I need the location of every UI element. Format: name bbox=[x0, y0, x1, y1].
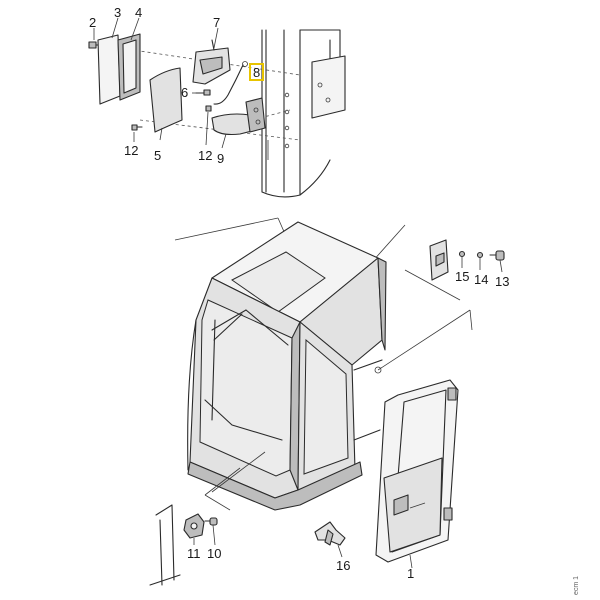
callout-12-right: 12 bbox=[198, 148, 212, 163]
assembly-line bbox=[259, 109, 291, 119]
callout-1: 1 bbox=[407, 566, 414, 581]
callout-9: 9 bbox=[217, 151, 224, 166]
part-10-screw bbox=[204, 517, 218, 526]
part-5-inner-cover bbox=[149, 67, 183, 133]
callout-5: 5 bbox=[154, 148, 161, 163]
detail-guide-line bbox=[174, 217, 279, 241]
leader-line bbox=[211, 451, 266, 493]
callout-12-left: 12 bbox=[124, 143, 138, 158]
part-16-bracket bbox=[314, 521, 346, 558]
striker-detail bbox=[429, 239, 505, 281]
highlight-box bbox=[249, 63, 264, 81]
door-hinge-bottom bbox=[443, 507, 453, 521]
part-8-cable bbox=[213, 64, 244, 105]
callout-3: 3 bbox=[114, 5, 121, 20]
callout-15: 15 bbox=[455, 269, 469, 284]
part-1-door bbox=[375, 379, 459, 569]
cab-body bbox=[187, 221, 387, 511]
door-opening bbox=[303, 338, 349, 475]
pillar-bracket bbox=[311, 55, 346, 119]
callout-4: 4 bbox=[135, 5, 142, 20]
part-12-bolt bbox=[205, 105, 212, 112]
callout-11: 11 bbox=[187, 546, 201, 561]
part-9-handle bbox=[211, 97, 266, 136]
assembly-line bbox=[99, 44, 301, 76]
part-6-pin bbox=[195, 89, 211, 96]
leader-line bbox=[469, 309, 473, 331]
part-7-latch bbox=[192, 39, 231, 85]
callout-7: 7 bbox=[213, 15, 220, 30]
pillar-detail bbox=[261, 29, 346, 198]
door-lower-panel bbox=[383, 457, 443, 553]
part-3-cover-plate bbox=[97, 34, 121, 105]
lock-detail bbox=[149, 504, 218, 586]
leader-line bbox=[404, 269, 461, 301]
roof-window bbox=[231, 251, 326, 313]
reference-code: ecm 1 bbox=[573, 576, 580, 595]
callout-2: 2 bbox=[89, 15, 96, 30]
part-13-bolt bbox=[489, 250, 505, 261]
part-12-bolt bbox=[131, 124, 143, 131]
part-14-washer bbox=[476, 251, 484, 259]
door-hinge-top bbox=[447, 387, 457, 401]
callout-6: 6 bbox=[181, 85, 188, 100]
leader-line bbox=[204, 467, 241, 496]
leader-line bbox=[377, 309, 471, 371]
callout-13: 13 bbox=[495, 274, 509, 289]
callout-16: 16 bbox=[336, 558, 350, 573]
leader-line bbox=[204, 494, 231, 511]
callout-8-highlighted[interactable]: 8 bbox=[253, 65, 260, 80]
callout-10: 10 bbox=[207, 546, 221, 561]
part-15-washer bbox=[458, 250, 466, 258]
callout-14: 14 bbox=[474, 272, 488, 287]
door-handle bbox=[393, 494, 409, 516]
